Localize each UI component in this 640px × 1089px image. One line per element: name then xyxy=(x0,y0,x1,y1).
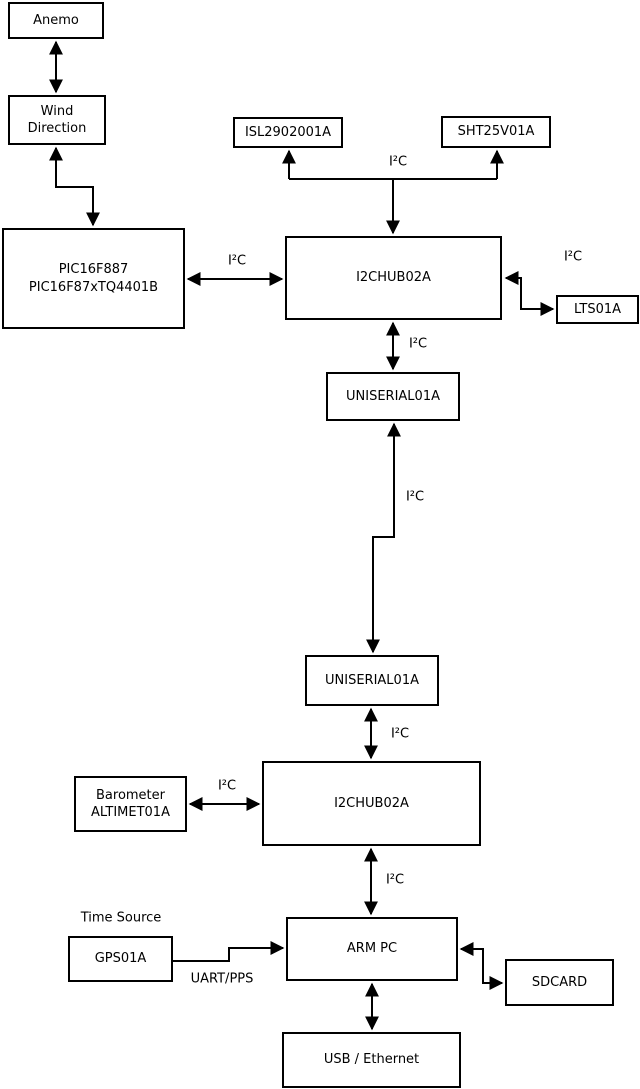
edge-armpc-sdcard xyxy=(459,942,504,990)
node-gps01a: GPS01A xyxy=(68,936,173,982)
node-uniserial01a-bottom-label: UNISERIAL01A xyxy=(325,672,419,688)
node-lts01a: LTS01A xyxy=(556,295,639,324)
edge-i2chub-top-lts xyxy=(504,271,555,316)
node-anemo-label: Anemo xyxy=(33,12,79,28)
edge-label-i2c-hub1-uniserial: I²C xyxy=(408,336,428,352)
edge-label-i2c-long-link: I²C xyxy=(405,489,425,505)
node-pic16f887-label-line1: PIC16F887 xyxy=(58,262,129,278)
edge-wind-pic xyxy=(49,146,100,227)
node-i2chub02a-bottom: I2CHUB02A xyxy=(262,761,481,846)
edge-label-i2c-uniserial-hub2: I²C xyxy=(390,726,410,742)
node-lts01a-label: LTS01A xyxy=(573,301,622,317)
node-gps01a-label: GPS01A xyxy=(94,951,147,967)
node-barometer-label-line1: Barometer xyxy=(96,787,165,803)
edge-label-i2c-pic-hub: I²C xyxy=(227,253,247,269)
edge-gps-armpc xyxy=(173,941,285,962)
node-wind-direction-label-line2: Direction xyxy=(27,121,87,136)
node-sht25v01a: SHT25V01A xyxy=(441,116,551,148)
node-uniserial01a-top: UNISERIAL01A xyxy=(326,372,460,421)
node-i2chub02a-top: I2CHUB02A xyxy=(285,236,502,320)
node-usb-ethernet-label: USB / Ethernet xyxy=(323,1052,420,1068)
node-arm-pc: ARM PC xyxy=(286,917,458,981)
edge-label-i2c-hub2-armpc: I²C xyxy=(385,872,405,888)
node-pic16f887: PIC16F887 PIC16F87xTQ4401B xyxy=(2,228,185,329)
node-sht25v01a-label: SHT25V01A xyxy=(457,124,535,140)
node-i2chub02a-bottom-label: I2CHUB02A xyxy=(334,795,409,811)
node-wind-direction-label-line1: Wind xyxy=(40,103,74,119)
node-i2chub02a-top-label: I2CHUB02A xyxy=(356,270,431,286)
node-isl2902001a-label: ISL2902001A xyxy=(244,124,332,140)
annotation-time-source: Time Source xyxy=(80,910,162,926)
node-sdcard-label: SDCARD xyxy=(531,974,588,990)
node-anemo: Anemo xyxy=(8,2,104,39)
edge-label-i2c-barometer: I²C xyxy=(217,778,237,794)
node-barometer-altimet01a: Barometer ALTIMET01A xyxy=(74,776,187,832)
node-uniserial01a-top-label: UNISERIAL01A xyxy=(346,388,440,404)
node-sdcard: SDCARD xyxy=(505,959,614,1006)
node-pic16f887-label-line2: PIC16F87xTQ4401B xyxy=(28,279,159,295)
edge-label-uart-pps: UART/PPS xyxy=(190,971,254,987)
node-barometer-label-line2: ALTIMET01A xyxy=(91,805,170,820)
node-uniserial01a-bottom: UNISERIAL01A xyxy=(305,655,439,706)
edge-uniserial-top-uniserial-bottom xyxy=(366,422,401,654)
node-wind-direction: Wind Direction xyxy=(8,95,106,145)
node-isl2902001a: ISL2902001A xyxy=(233,117,343,148)
edge-label-i2c-branch: I²C xyxy=(388,154,408,170)
node-usb-ethernet: USB / Ethernet xyxy=(282,1032,461,1088)
node-arm-pc-label: ARM PC xyxy=(346,941,398,957)
edge-label-i2c-lts: I²C xyxy=(563,249,583,265)
